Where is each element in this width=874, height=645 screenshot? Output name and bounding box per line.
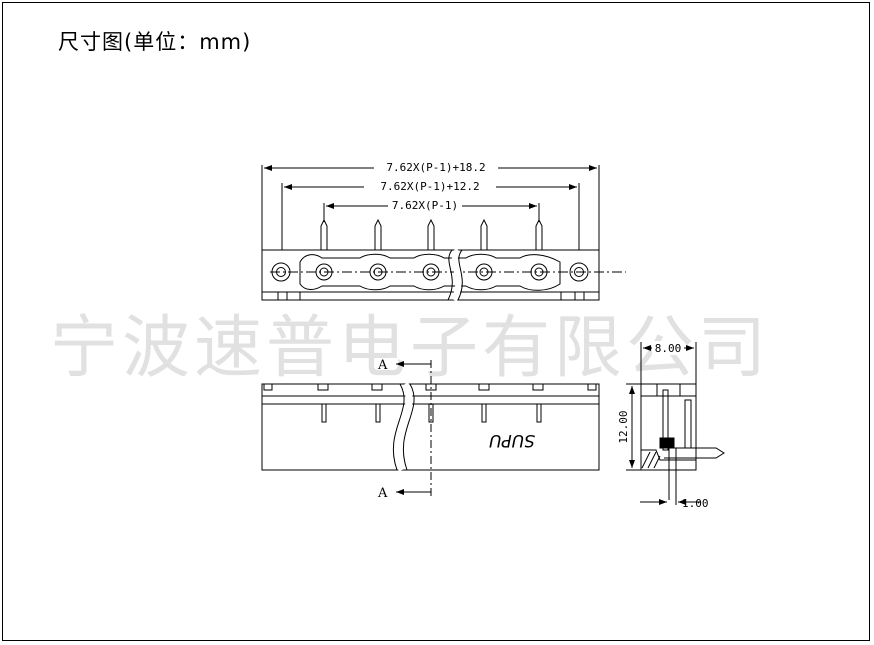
dim-side-width: 8.00 — [655, 342, 682, 355]
drawing-title: 尺寸图(单位：mm) — [58, 30, 252, 54]
side-view — [626, 342, 725, 505]
section-label-top: A — [377, 358, 388, 373]
dim-pitch-length: 7.62X(P-1) — [392, 199, 458, 212]
dim-pin-offset: 1.00 — [682, 497, 709, 510]
front-view — [261, 360, 600, 496]
dim-side-height: 12.00 — [617, 410, 630, 443]
section-label-bottom: A — [377, 486, 388, 501]
supu-brand-mark: SUPU — [488, 430, 534, 450]
dim-middle-length: 7.62X(P-1)+12.2 — [380, 180, 479, 193]
dim-overall-length: 7.62X(P-1)+18.2 — [386, 161, 485, 174]
